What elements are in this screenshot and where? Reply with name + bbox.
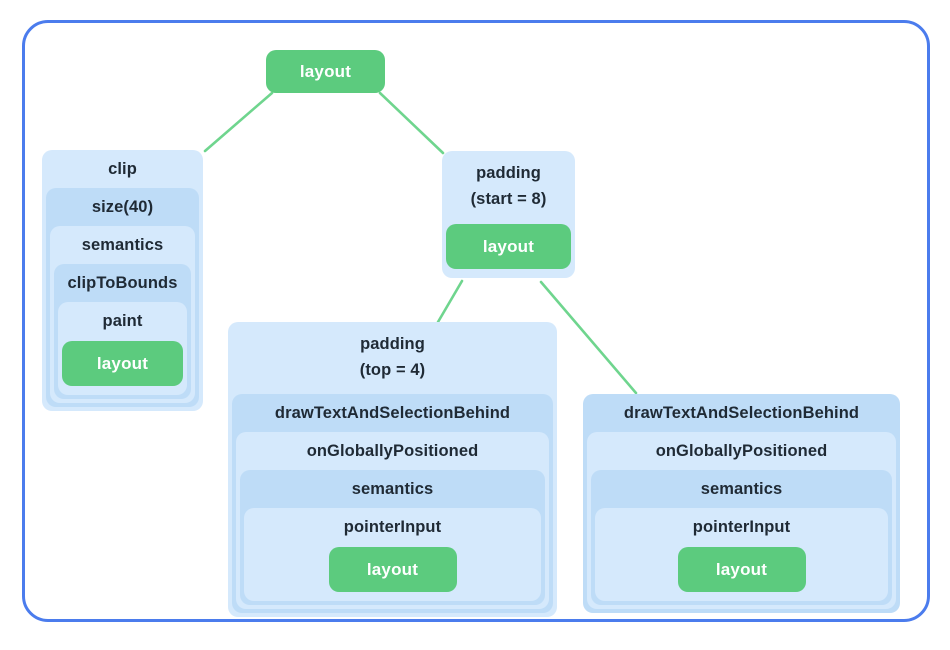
box-label-line: padding xyxy=(360,335,425,354)
box-label-cliptobounds: clipToBounds xyxy=(67,273,178,292)
box-layout-leaf: layout xyxy=(446,224,571,269)
box-cliptobounds: clipToBounds paint layout xyxy=(54,264,191,399)
box-ongloballypositioned: onGloballyPositioned semantics pointerInpu… xyxy=(236,432,549,609)
node-clip-subtree: clip size(40) semantics clipToBounds paint la… xyxy=(42,150,203,411)
box-label-size-40: size(40) xyxy=(91,197,154,216)
box-label-pointerinput: pointerInput xyxy=(343,517,442,536)
box-layout-leaf: layout xyxy=(328,547,457,592)
box-label-padding-top-4: padding (top = 4) xyxy=(232,322,553,394)
box-label-ongloballypositioned: onGloballyPositioned xyxy=(306,441,479,460)
box-pointerinput: pointerInput layout xyxy=(595,508,888,601)
box-label-paint: paint xyxy=(102,311,143,330)
box-label-line: (start = 8) xyxy=(470,190,547,208)
node-drawtext-subtree: drawTextAndSelectionBehind onGloballyPosi… xyxy=(583,394,900,613)
box-semantics: semantics pointerInput layout xyxy=(240,470,545,605)
box-layout-leaf: layout xyxy=(677,547,806,592)
box-clip: clip size(40) semantics clipToBounds paint la… xyxy=(42,150,203,411)
box-layout-leaf: layout xyxy=(62,341,183,386)
box-semantics: semantics pointerInput layout xyxy=(591,470,892,605)
box-padding-top-4: padding (top = 4) drawTextAndSelectionBehi… xyxy=(228,322,557,617)
box-pointerinput: pointerInput layout xyxy=(244,508,541,601)
box-label-line: padding xyxy=(476,164,541,183)
box-label-semantics: semantics xyxy=(700,479,783,498)
box-size-40: size(40) semantics clipToBounds paint layout xyxy=(46,188,199,407)
node-padding-top-subtree: padding (top = 4) drawTextAndSelectionBehi… xyxy=(228,322,557,617)
box-label-semantics: semantics xyxy=(81,235,164,254)
box-drawtextandselectionbehind: drawTextAndSelectionBehind onGloballyPosi… xyxy=(232,394,553,613)
box-label-ongloballypositioned: onGloballyPositioned xyxy=(655,441,828,460)
box-drawtextandselectionbehind: drawTextAndSelectionBehind onGloballyPosi… xyxy=(583,394,900,613)
node-layout-root: layout xyxy=(266,50,385,93)
box-label-drawtextandselectionbehind: drawTextAndSelectionBehind xyxy=(623,403,860,422)
box-padding-start-8: padding (start = 8) layout xyxy=(442,151,575,278)
box-ongloballypositioned: onGloballyPositioned semantics pointerInpu… xyxy=(587,432,896,609)
box-semantics: semantics clipToBounds paint layout xyxy=(50,226,195,403)
box-label-semantics: semantics xyxy=(351,479,434,498)
box-label-clip: clip xyxy=(108,159,137,178)
box-label-drawtextandselectionbehind: drawTextAndSelectionBehind xyxy=(274,403,511,422)
box-label-line: (top = 4) xyxy=(359,361,426,379)
box-label-pointerinput: pointerInput xyxy=(692,517,791,536)
box-paint: paint layout xyxy=(58,302,187,395)
box-label-padding-start-8: padding (start = 8) xyxy=(446,151,571,223)
node-padding-start-subtree: padding (start = 8) layout xyxy=(442,151,575,278)
